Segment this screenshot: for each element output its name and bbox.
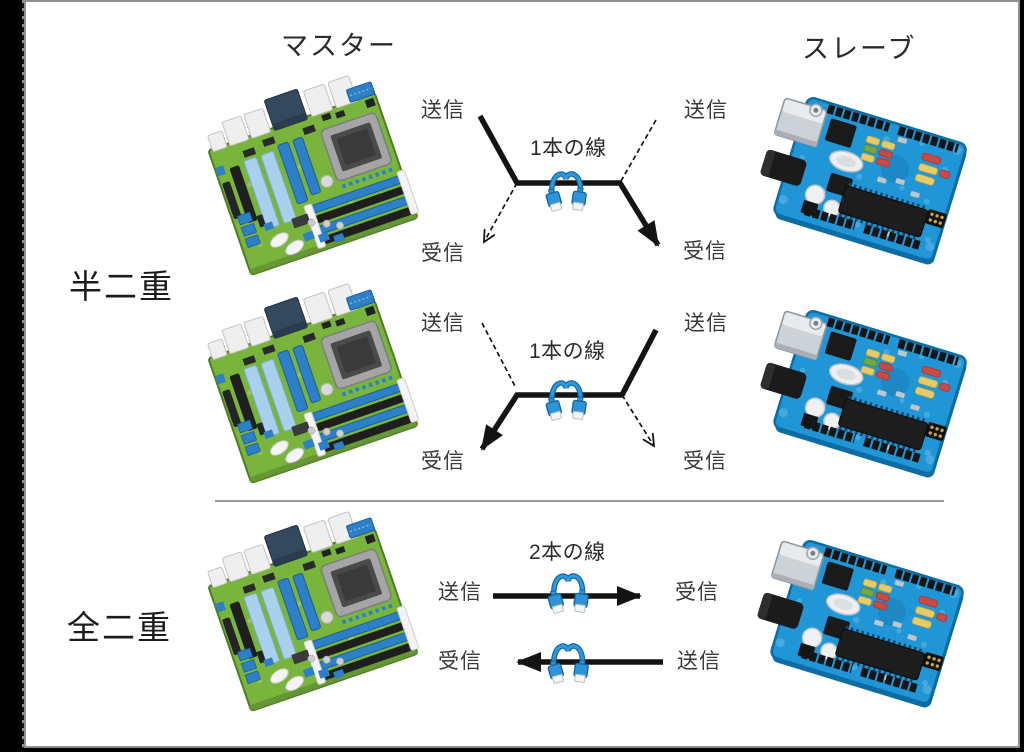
send-label-row3-master: 送信 [438, 581, 482, 604]
lan-cable-icon [545, 174, 587, 212]
send-label-row1-slave: 送信 [684, 99, 728, 122]
receive-label-row1-slave: 受信 [683, 240, 727, 263]
full-duplex-heading: 全二重 [67, 609, 172, 646]
receive-label-row2-slave: 受信 [683, 450, 727, 473]
send-label-row1-master: 送信 [421, 99, 465, 122]
arduino-illustration [749, 303, 969, 480]
motherboard-illustration [196, 498, 423, 714]
dashed-idle-line-row1-right [620, 119, 657, 182]
dashed-idle-line-row2-left [481, 322, 517, 389]
arduino-illustration [749, 90, 969, 267]
lan-cable-icon [545, 383, 587, 421]
signal-arrow-row1 [477, 114, 661, 247]
send-label-row3-slave: 送信 [677, 650, 721, 673]
motherboard-illustration [196, 62, 423, 278]
arduino-illustration [746, 533, 966, 710]
wire-count-label-row1: 1本の線 [530, 137, 607, 160]
receive-label-row1-master: 受信 [421, 242, 465, 265]
wire-count-label-row2: 1本の線 [529, 340, 606, 363]
lan-cable-icon [547, 646, 589, 684]
send-label-row2-master: 送信 [421, 312, 465, 335]
receive-label-row3-master: 受信 [438, 650, 482, 673]
receive-label-row3-slave: 受信 [675, 581, 719, 604]
send-label-row2-slave: 送信 [684, 312, 728, 335]
motherboard-illustration [196, 270, 423, 486]
canvas-left-gutter-ticks [22, 0, 24, 748]
half-duplex-heading: 半二重 [69, 268, 174, 305]
master-heading: マスター [281, 31, 397, 61]
dashed-idle-arrow-row1-left [483, 182, 518, 244]
signal-arrow-row2 [479, 328, 659, 451]
dashed-idle-arrow-row2-right [621, 394, 656, 448]
receive-label-row2-master: 受信 [421, 450, 465, 473]
wire-count-label-row3: 2本の線 [529, 541, 606, 564]
slave-heading: スレーブ [802, 34, 917, 64]
